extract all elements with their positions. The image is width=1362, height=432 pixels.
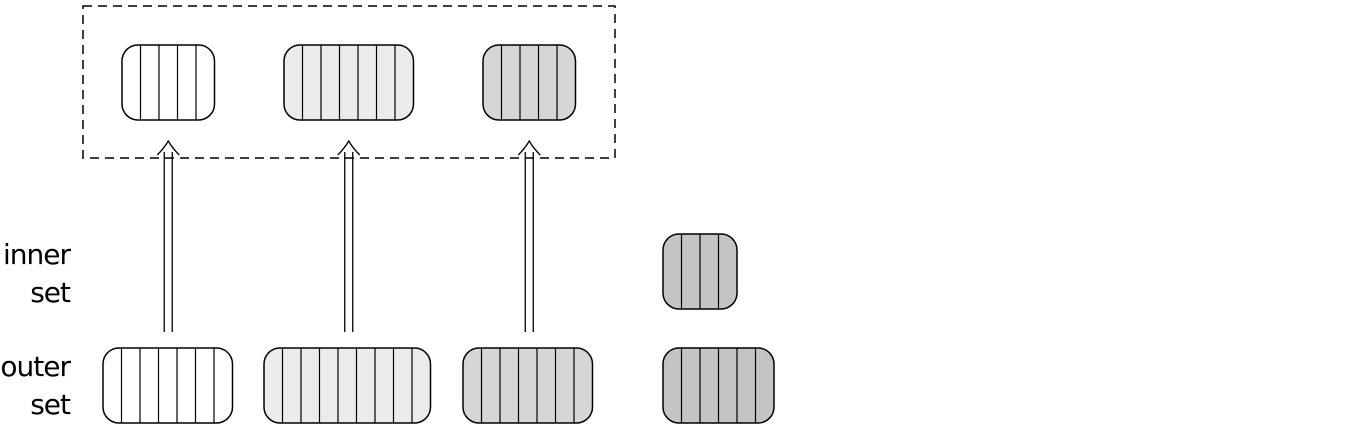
top-block-mid <box>482 44 577 121</box>
top-block-light-body <box>283 44 415 121</box>
outer-set-label-line2: set <box>30 388 71 421</box>
arrow-head <box>156 139 180 156</box>
outer-set-label-line1: outer <box>0 350 71 383</box>
inner-set-label: inner set <box>0 236 71 312</box>
outer-block-dark <box>662 347 775 424</box>
outer-set-label: outer set <box>0 348 71 424</box>
inner-set-label-line1: inner <box>2 238 71 271</box>
outer-block-light-body <box>263 347 432 424</box>
double-arrow <box>337 139 361 332</box>
arrows-layer <box>156 139 541 332</box>
outer-block-white-body <box>102 347 234 424</box>
outer-block-white <box>102 347 234 424</box>
arrow-head <box>517 139 541 156</box>
top-block-mid-body <box>482 44 577 121</box>
outer-block-mid-body <box>462 347 594 424</box>
top-block-white <box>121 44 216 121</box>
top-block-light <box>283 44 415 121</box>
double-arrow <box>517 139 541 332</box>
inner-block-dark <box>662 233 738 310</box>
double-arrow <box>156 139 180 332</box>
top-block-white-body <box>121 44 216 121</box>
inner-set-label-line2: set <box>30 276 71 309</box>
blocks-layer <box>102 44 775 424</box>
arrow-head <box>337 139 361 156</box>
dashed-result-frame <box>82 5 616 159</box>
outer-block-mid <box>462 347 594 424</box>
outer-block-light <box>263 347 432 424</box>
